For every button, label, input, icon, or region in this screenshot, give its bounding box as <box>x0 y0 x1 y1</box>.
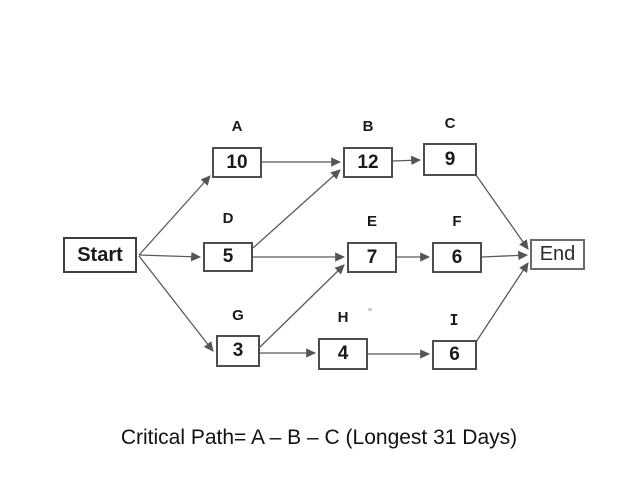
node-end: End <box>530 239 585 270</box>
letter-G: G <box>232 307 244 324</box>
edge-b-c <box>392 155 422 166</box>
node-A-box: 10 <box>212 147 262 178</box>
duration-I: 6 <box>449 344 460 365</box>
duration-H: 4 <box>337 343 349 364</box>
edge-start-a <box>138 175 211 256</box>
node-B-box: 12 <box>343 147 393 178</box>
node-I-box: 6 <box>432 340 477 370</box>
stray-mark <box>367 307 373 312</box>
letter-F: F <box>452 213 462 230</box>
end-label: End <box>539 243 576 265</box>
critical-path-caption: Critical Path= A – B – C (Longest 31 Day… <box>120 426 518 449</box>
edge-start-d <box>138 252 202 262</box>
letter-H: H <box>337 309 349 326</box>
edge-i-end <box>475 262 529 343</box>
letter-C: C <box>444 115 456 132</box>
node-start: Start <box>63 237 137 273</box>
letter-A: A <box>231 118 243 135</box>
edge-g-e <box>259 264 345 348</box>
edge-f-end <box>481 250 529 261</box>
duration-E: 7 <box>366 246 378 268</box>
node-H-box: 4 <box>318 338 368 370</box>
letter-E: E <box>366 213 377 230</box>
duration-B: 12 <box>357 151 379 173</box>
letter-B: B <box>362 118 374 135</box>
duration-G: 3 <box>232 340 244 361</box>
letter-D: D <box>222 210 234 227</box>
node-C-box: 9 <box>423 143 477 176</box>
start-label: Start <box>77 243 123 266</box>
node-G-box: 3 <box>216 335 260 367</box>
node-D-box: 5 <box>203 242 253 272</box>
edge-d-b <box>252 169 341 249</box>
node-F-box: 6 <box>432 242 482 273</box>
edge-start-g <box>138 255 214 352</box>
duration-A: 10 <box>226 151 248 173</box>
duration-D: 5 <box>222 246 234 267</box>
edge-c-end <box>475 174 529 250</box>
letter-I: I <box>449 311 459 329</box>
duration-C: 9 <box>444 148 456 170</box>
node-E-box: 7 <box>347 242 397 273</box>
duration-F: 6 <box>451 246 463 268</box>
